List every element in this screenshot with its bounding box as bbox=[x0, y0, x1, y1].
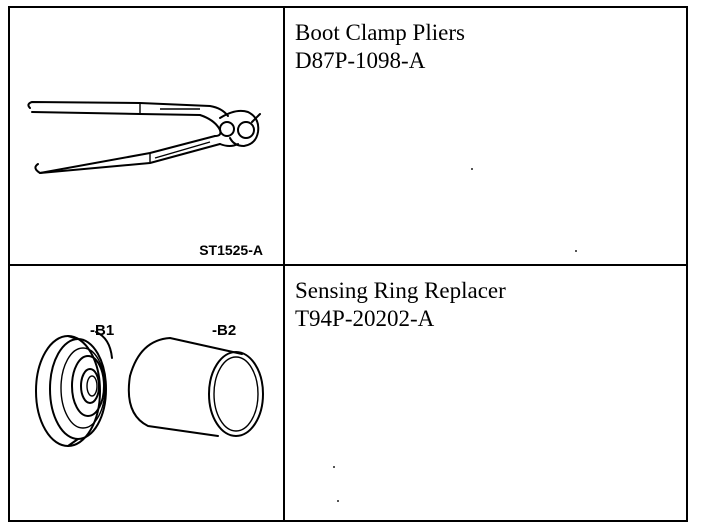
figure-code: ST1525-A bbox=[199, 242, 263, 258]
tool-2-illustration-cell: -B1 -B2 bbox=[10, 266, 283, 520]
tool-number: T94P-20202-A bbox=[295, 306, 435, 331]
tool-table: ST1525-A Boot Clamp Pliers D87P-1098-A bbox=[8, 6, 688, 522]
tool-1-text-cell: Boot Clamp Pliers D87P-1098-A bbox=[285, 8, 686, 264]
pliers-icon bbox=[27, 101, 261, 174]
ring-replacer-icon bbox=[35, 331, 264, 447]
row-divider bbox=[10, 264, 686, 266]
scan-specks bbox=[333, 466, 339, 502]
tool-1-illustration-cell: ST1525-A bbox=[10, 8, 283, 264]
tool-name: Boot Clamp Pliers bbox=[295, 20, 465, 45]
tool-2-text-cell: Sensing Ring Replacer T94P-20202-A bbox=[285, 266, 686, 520]
part-label-b1: -B1 bbox=[90, 322, 115, 339]
scan-specks bbox=[471, 168, 577, 252]
tool-name: Sensing Ring Replacer bbox=[295, 278, 506, 303]
tool-number: D87P-1098-A bbox=[295, 48, 426, 73]
part-label-b2: -B2 bbox=[212, 322, 237, 339]
